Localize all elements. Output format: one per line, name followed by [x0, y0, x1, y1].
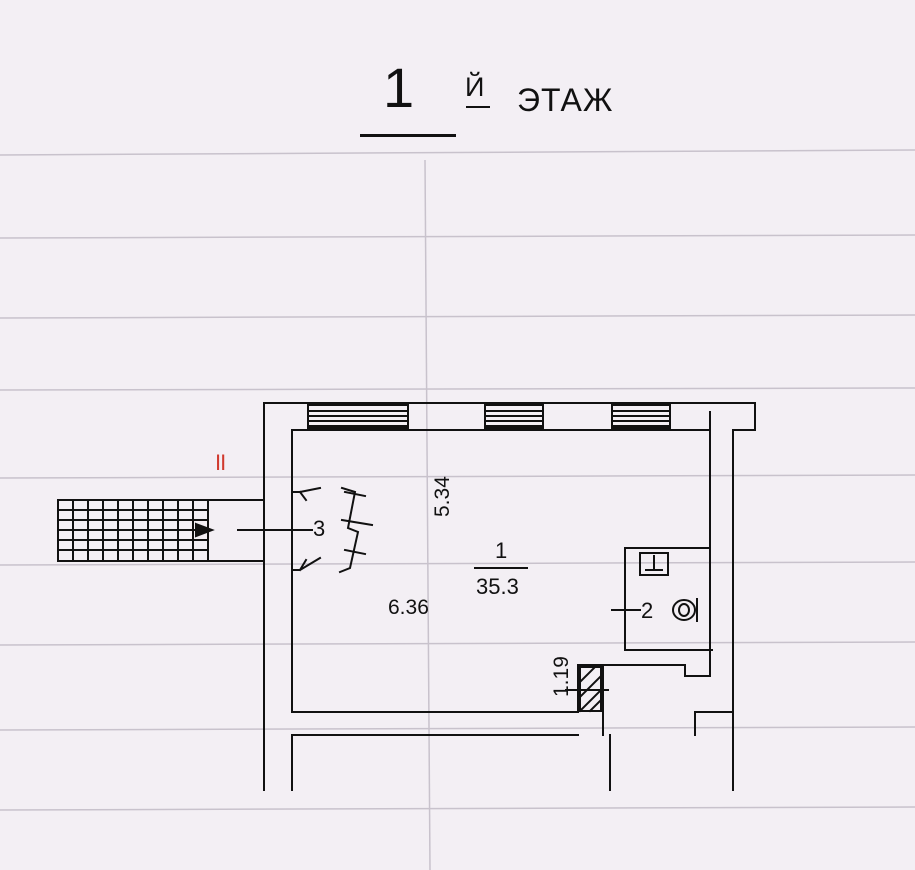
room-3-number: 3: [313, 516, 326, 541]
floor-number-underline: [360, 134, 456, 137]
vestibule-doors: [237, 486, 374, 574]
room-1-number: 1: [495, 538, 508, 563]
room-1-area: 35.3: [476, 574, 519, 599]
window-3: [611, 404, 671, 429]
window-1: [307, 404, 409, 429]
inner-wall-left: [291, 734, 579, 791]
wc-room: [624, 547, 713, 651]
dimension-length: 6.36: [388, 596, 429, 619]
staircase-label: II: [215, 450, 226, 475]
floor-suffix-underline: [466, 106, 490, 108]
window-2: [484, 404, 544, 429]
floor-number: 1: [383, 56, 415, 119]
dimension-width: 5.34: [431, 476, 454, 517]
stair-arrow-icon: [195, 522, 215, 538]
room-2-number: 2: [641, 598, 654, 623]
floor-suffix: Й: [465, 72, 485, 102]
dimension-small: 1.19: [550, 656, 573, 697]
toilet-icon: [639, 552, 698, 622]
bottom-right-walls: [609, 711, 734, 791]
floor-word: ЭТАЖ: [517, 82, 614, 118]
outer-wall-left: [263, 402, 307, 791]
staircase: [57, 499, 265, 562]
right-wall-outer: [732, 402, 756, 791]
